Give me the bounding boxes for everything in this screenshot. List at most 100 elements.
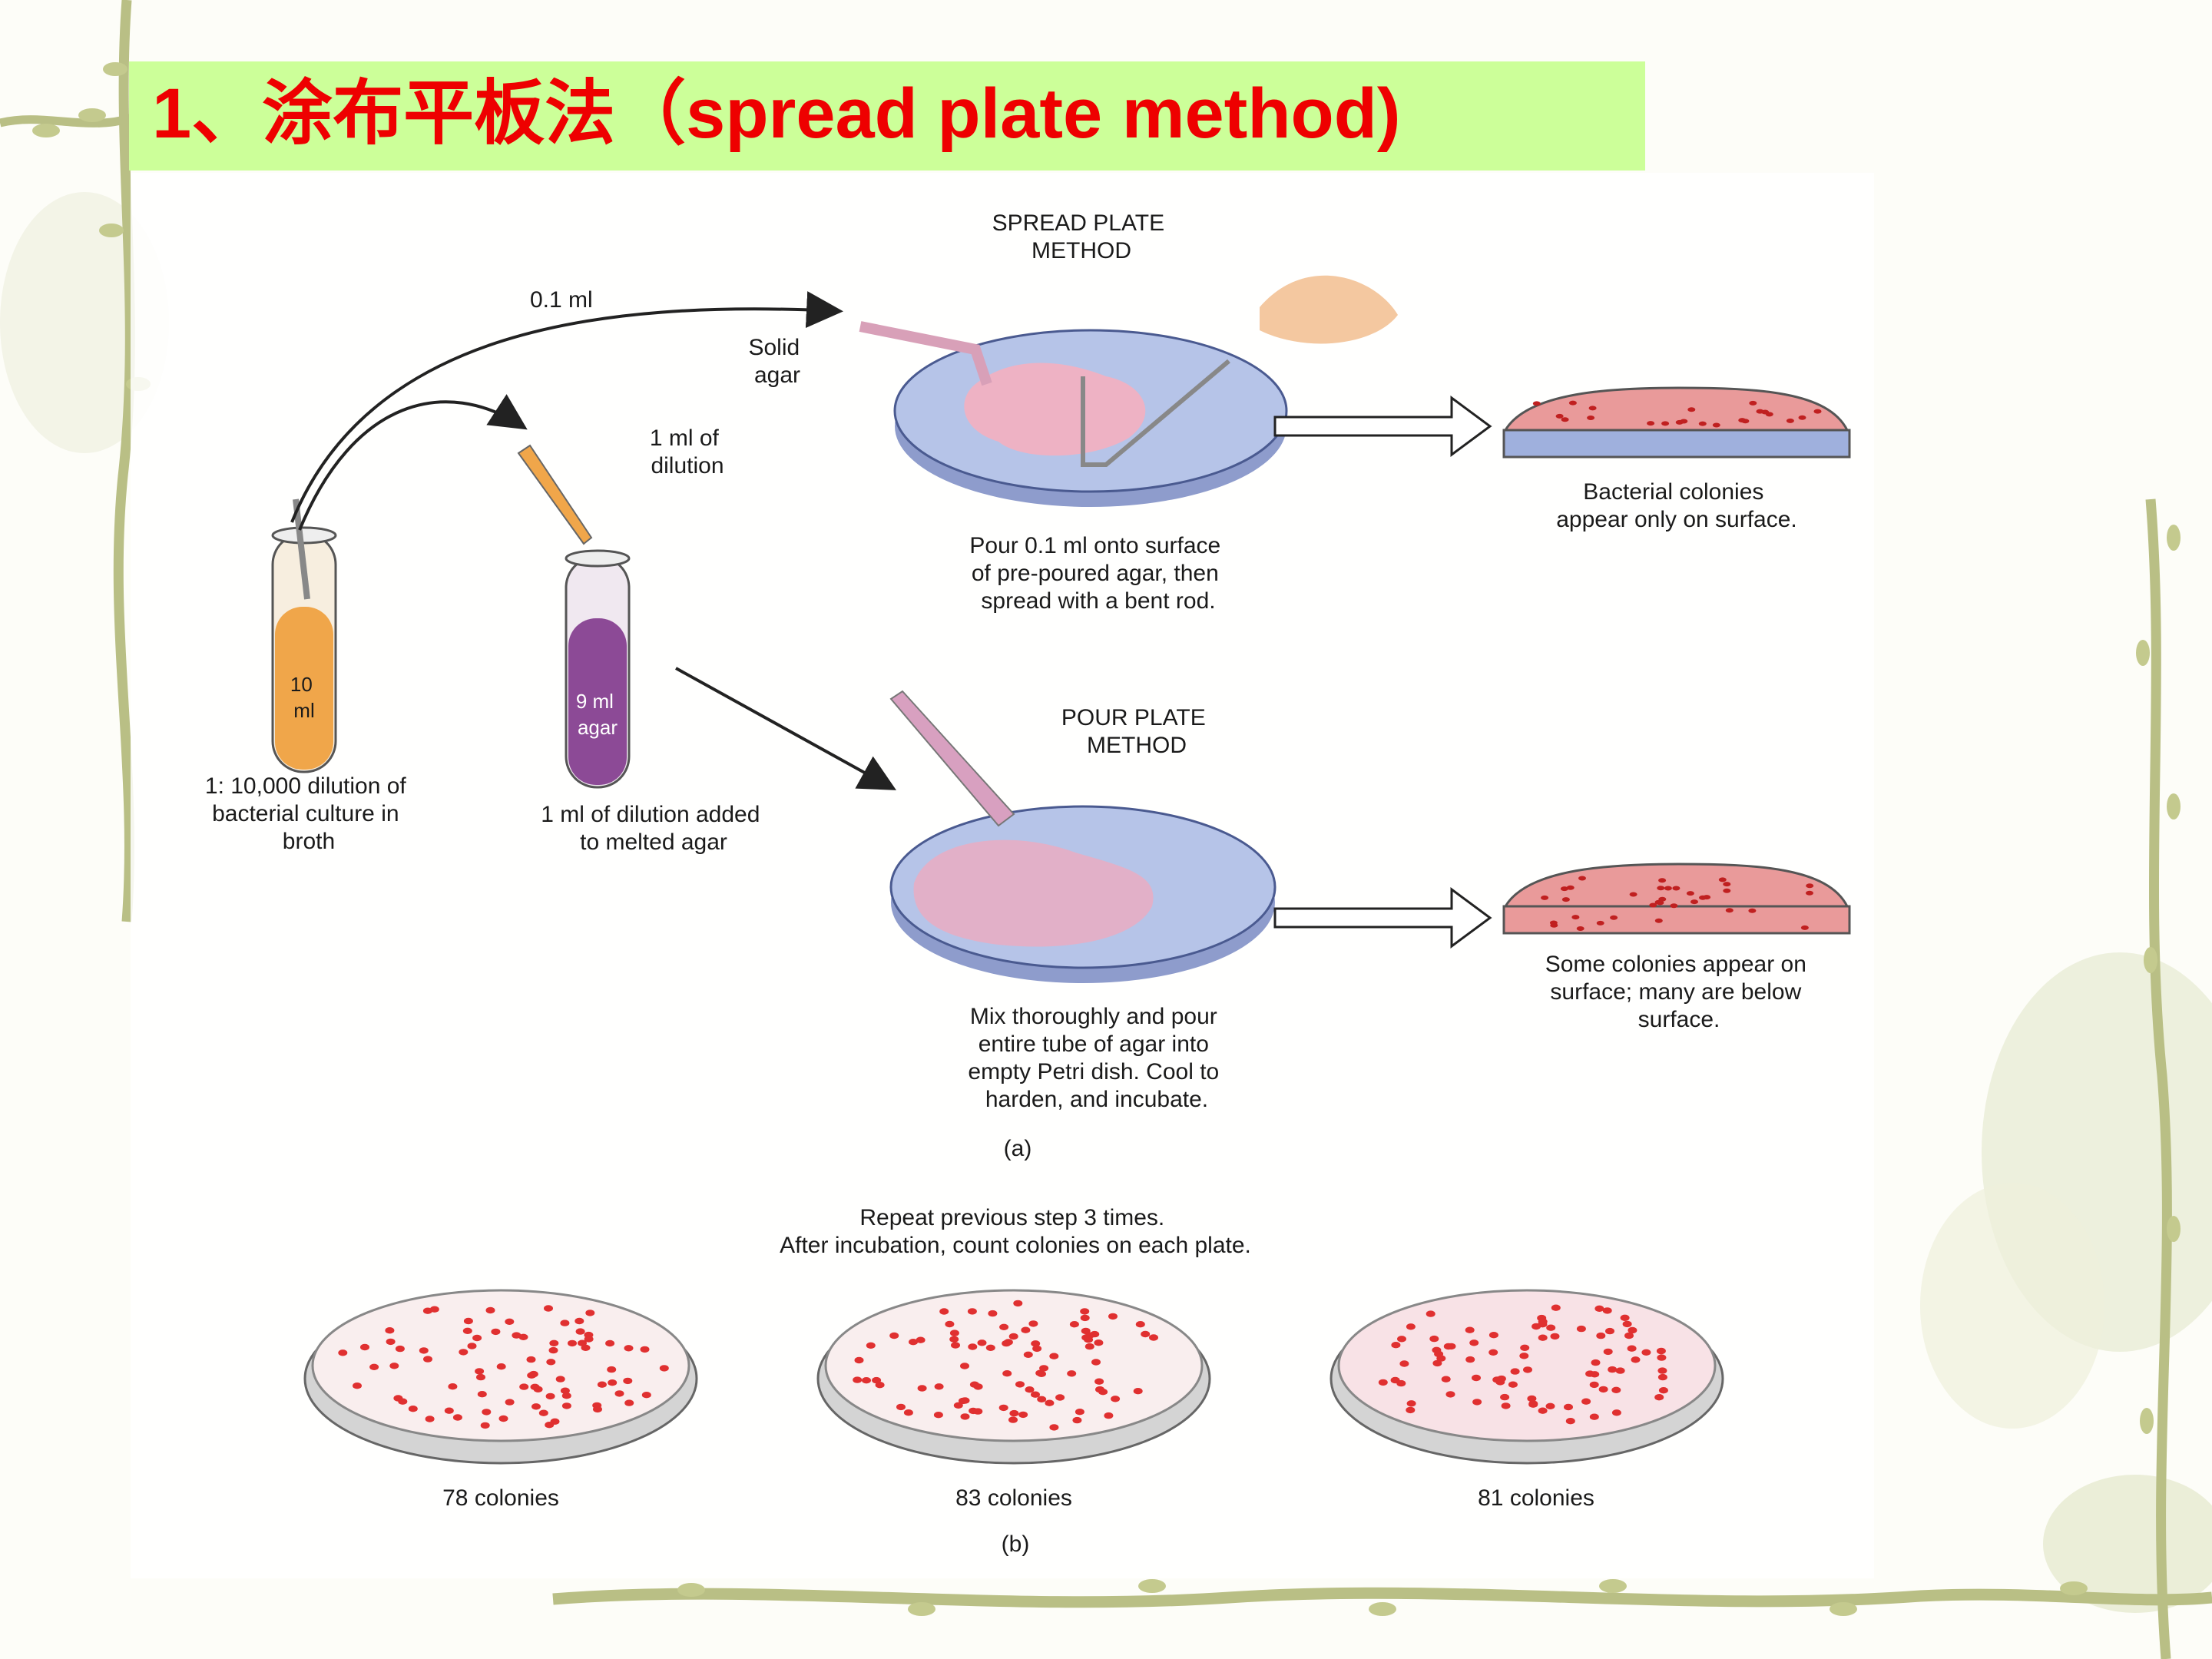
colony-dot bbox=[1538, 1321, 1548, 1328]
colony-dot bbox=[1608, 1366, 1618, 1373]
colony-dot bbox=[585, 1310, 595, 1316]
colony-dot bbox=[1032, 1345, 1042, 1353]
colony-dot bbox=[1049, 1353, 1059, 1359]
colony-dot bbox=[1561, 417, 1569, 422]
colony-dot bbox=[1037, 1396, 1047, 1403]
colony-dot bbox=[505, 1318, 515, 1326]
slide-title: 1、涂布平板法（spread plate method) bbox=[152, 75, 1401, 153]
colony-dot bbox=[338, 1349, 348, 1356]
arrow-to-spread-plate bbox=[290, 291, 843, 523]
colony-dot bbox=[607, 1366, 617, 1373]
colony-dot bbox=[1091, 1359, 1101, 1366]
colony-dot bbox=[909, 1339, 918, 1346]
colony-dot bbox=[1133, 1388, 1143, 1395]
colony-dot bbox=[1698, 421, 1707, 426]
colony-dot bbox=[548, 1346, 558, 1354]
colony-dot bbox=[526, 1356, 536, 1363]
colony-dot bbox=[1021, 1326, 1031, 1333]
colony-dot bbox=[1661, 421, 1670, 426]
colony-dot bbox=[1589, 1381, 1599, 1389]
colony-dot bbox=[1406, 1406, 1416, 1414]
colony-dot bbox=[1445, 1391, 1455, 1398]
colony-dot bbox=[1629, 892, 1637, 897]
colony-dot bbox=[969, 1407, 979, 1415]
colony-dot bbox=[527, 1372, 537, 1379]
colony-dot bbox=[1565, 1418, 1575, 1425]
colony-dot bbox=[1104, 1412, 1114, 1419]
colony-dot bbox=[1465, 1326, 1475, 1333]
colony-dot bbox=[1541, 895, 1549, 900]
colony-dot bbox=[1765, 412, 1773, 417]
colony-dot bbox=[1687, 407, 1696, 412]
colony-dot bbox=[967, 1308, 977, 1315]
colony-dot bbox=[419, 1347, 429, 1354]
colony-dot bbox=[448, 1383, 458, 1390]
colony-dot bbox=[597, 1381, 607, 1388]
colony-dot bbox=[939, 1308, 949, 1315]
colony-dot bbox=[505, 1399, 515, 1406]
colony-dot bbox=[1615, 1367, 1625, 1374]
colony-dot bbox=[395, 1345, 405, 1353]
colony-dot bbox=[1627, 1345, 1637, 1352]
dilution-caption: 1: 10,000 dilution of bacterial culture … bbox=[205, 773, 412, 854]
colony-dot bbox=[560, 1387, 570, 1394]
colony-dot bbox=[1546, 1324, 1556, 1331]
colony-dot bbox=[1406, 1323, 1416, 1330]
colony-dot bbox=[385, 1327, 395, 1334]
colony-dot bbox=[1566, 885, 1575, 890]
colony-dot bbox=[1581, 1398, 1591, 1405]
colony-dot bbox=[393, 1395, 403, 1402]
colony-dot bbox=[1725, 908, 1734, 913]
colony-dot bbox=[476, 1373, 485, 1381]
colony-dot bbox=[512, 1332, 522, 1339]
colony-dot bbox=[459, 1349, 469, 1356]
colony-dot bbox=[475, 1368, 485, 1375]
colony-dot bbox=[1591, 1359, 1601, 1366]
colony-dot bbox=[1094, 1339, 1104, 1346]
colony-dot bbox=[1686, 891, 1694, 896]
colony-dot bbox=[1657, 1373, 1667, 1381]
colony-dot bbox=[429, 1306, 439, 1313]
colony-dot bbox=[949, 1336, 959, 1343]
colony-dot bbox=[624, 1399, 634, 1406]
panel-b-label: (b) bbox=[1002, 1532, 1030, 1557]
colony-dot bbox=[545, 1422, 555, 1429]
colony-dot bbox=[977, 1339, 987, 1346]
colony-dot bbox=[1472, 1374, 1481, 1382]
colony-dot bbox=[1741, 419, 1750, 424]
colony-dot bbox=[640, 1346, 650, 1353]
pour-step-caption: Mix thoroughly and pour entire tube of a… bbox=[968, 1004, 1225, 1112]
colony-dot bbox=[1798, 415, 1806, 420]
colony-dot bbox=[1585, 1370, 1595, 1377]
plate-2-count: 83 colonies bbox=[955, 1485, 1072, 1511]
colony-dot bbox=[561, 1402, 571, 1409]
arrow-to-melted-tube bbox=[298, 394, 528, 531]
colony-dot bbox=[1538, 1334, 1548, 1341]
colony-dot bbox=[1528, 1401, 1538, 1408]
colony-dot bbox=[1610, 915, 1618, 920]
colony-dot bbox=[960, 1363, 969, 1369]
colony-dot bbox=[1465, 1356, 1475, 1363]
colony-dot bbox=[1587, 416, 1595, 420]
colony-dot bbox=[1028, 1320, 1038, 1327]
colony-dot bbox=[1149, 1334, 1158, 1341]
arrow-pour-to-result bbox=[1273, 887, 1492, 949]
colony-dot bbox=[1025, 1386, 1035, 1393]
hand bbox=[1260, 275, 1398, 344]
colony-dot bbox=[538, 1409, 548, 1416]
colony-dot bbox=[1749, 400, 1757, 406]
colony-dot bbox=[1550, 1333, 1560, 1340]
colony-dot bbox=[1657, 1367, 1667, 1374]
colony-dot bbox=[482, 1409, 492, 1416]
colony-dot bbox=[1080, 1308, 1090, 1315]
colony-dot bbox=[1622, 1320, 1632, 1328]
colony-dot bbox=[1664, 886, 1672, 891]
colony-dot bbox=[1013, 1300, 1023, 1307]
colony-dot bbox=[1469, 1339, 1479, 1346]
colony-dot bbox=[1472, 1399, 1482, 1406]
colony-dot bbox=[1611, 1409, 1621, 1416]
colony-dot bbox=[1658, 896, 1667, 902]
colony-dot bbox=[1596, 1332, 1606, 1339]
colony-dot bbox=[496, 1363, 506, 1370]
solid-agar-label: Solid agar bbox=[748, 335, 806, 388]
